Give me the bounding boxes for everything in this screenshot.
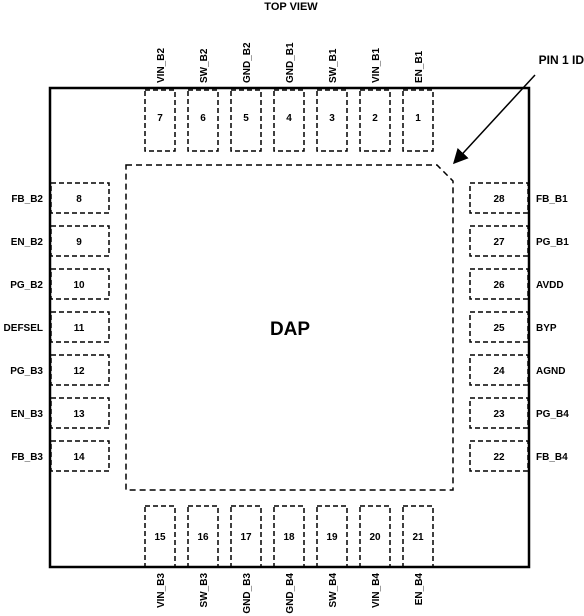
pin-pad-13 xyxy=(50,397,110,429)
pin-pad-3 xyxy=(316,89,348,152)
pin-name-label: SW_B2 xyxy=(199,48,210,83)
pin-number: 1 xyxy=(415,113,421,124)
pin-number: 8 xyxy=(76,194,82,205)
pin-pad-14 xyxy=(50,440,110,472)
dap-pad xyxy=(125,164,454,491)
pin-number: 26 xyxy=(493,280,505,291)
pin-number: 14 xyxy=(73,452,85,463)
pin-pad-22 xyxy=(469,440,529,472)
diagram-title: TOP VIEW xyxy=(264,1,318,13)
pin-number: 4 xyxy=(286,113,292,124)
pins-group: 7 VIN_B2 6 SW_B2 5 GND_B2 4 GND_B1 3 SW_B1 2 VIN_B1… xyxy=(4,42,570,614)
pin-pad-11 xyxy=(50,311,110,343)
pin-number: 6 xyxy=(200,113,206,124)
pin-pad-19 xyxy=(316,505,348,568)
pin-name-label: FB_B1 xyxy=(536,194,568,205)
pin-number: 12 xyxy=(73,366,85,377)
pin-name-label: FB_B2 xyxy=(11,194,43,205)
pin-pad-7 xyxy=(144,89,176,152)
pin-pad-15 xyxy=(144,505,176,568)
pin-pad-4 xyxy=(273,89,305,152)
pin-pad-10 xyxy=(50,268,110,300)
pin-pad-27 xyxy=(469,225,529,257)
pin-number: 9 xyxy=(76,237,82,248)
pin-pad-18 xyxy=(273,505,305,568)
pin-name-label: GND_B3 xyxy=(242,573,253,614)
pin-name-label: SW_B4 xyxy=(328,573,339,608)
pin-name-label: VIN_B3 xyxy=(156,573,167,608)
pin-name-label: PG_B4 xyxy=(536,409,569,420)
pin-number: 2 xyxy=(372,113,378,124)
pin-number: 3 xyxy=(329,113,335,124)
pin-name-label: AVDD xyxy=(536,280,564,291)
pin-number: 25 xyxy=(493,323,505,334)
pin1-id-arrow xyxy=(452,74,536,165)
pin-pad-21 xyxy=(402,505,434,568)
pin-number: 16 xyxy=(197,532,209,543)
pin-name-label: SW_B3 xyxy=(199,573,210,608)
pin-name-label: PG_B2 xyxy=(10,280,43,291)
pin-number: 11 xyxy=(74,323,85,334)
pin-pad-25 xyxy=(469,311,529,343)
pin-name-label: SW_B1 xyxy=(328,48,339,83)
pin-pad-24 xyxy=(469,354,529,386)
pin-number: 22 xyxy=(493,452,505,463)
pin-number: 13 xyxy=(73,409,85,420)
pin-number: 27 xyxy=(493,237,505,248)
pin-name-label: EN_B4 xyxy=(414,573,425,606)
pin-pad-17 xyxy=(230,505,262,568)
pin-number: 19 xyxy=(326,532,338,543)
pin-number: 28 xyxy=(493,194,505,205)
pin-number: 17 xyxy=(240,532,252,543)
pin-name-label: AGND xyxy=(536,366,565,377)
pin-name-label: DEFSEL xyxy=(4,323,43,334)
pin-name-label: GND_B4 xyxy=(285,573,296,614)
pin-number: 10 xyxy=(73,280,85,291)
pin-name-label: VIN_B1 xyxy=(371,48,382,83)
pin-number: 5 xyxy=(243,113,249,124)
pin-name-label: PG_B1 xyxy=(536,237,569,248)
pin1-id-label: PIN 1 ID xyxy=(539,53,584,67)
pin-pad-16 xyxy=(187,505,219,568)
pin-name-label: EN_B3 xyxy=(11,409,44,420)
pin-number: 7 xyxy=(157,113,163,124)
pin-name-label: VIN_B2 xyxy=(156,48,167,83)
pin-name-label: GND_B1 xyxy=(285,42,296,83)
pin-pad-5 xyxy=(230,89,262,152)
pin-pad-12 xyxy=(50,354,110,386)
pin-name-label: FB_B3 xyxy=(11,452,43,463)
pin-number: 23 xyxy=(493,409,505,420)
pin-name-label: EN_B1 xyxy=(414,50,425,83)
pin-number: 18 xyxy=(283,532,295,543)
pin-name-label: GND_B2 xyxy=(242,42,253,83)
pin-pad-20 xyxy=(359,505,391,568)
pin-name-label: FB_B4 xyxy=(536,452,568,463)
pin-pad-28 xyxy=(469,182,529,214)
pin-pad-8 xyxy=(50,182,110,214)
pin-name-label: PG_B3 xyxy=(10,366,43,377)
pin-pad-23 xyxy=(469,397,529,429)
pin-number: 20 xyxy=(369,532,381,543)
pin-number: 15 xyxy=(154,532,166,543)
dap-label: DAP xyxy=(270,319,310,340)
pin-pad-6 xyxy=(187,89,219,152)
pin-pad-26 xyxy=(469,268,529,300)
pin-number: 21 xyxy=(412,532,424,543)
pin-name-label: EN_B2 xyxy=(11,237,44,248)
pin-pad-2 xyxy=(359,89,391,152)
pin-pad-1 xyxy=(402,89,434,152)
pin-name-label: VIN_B4 xyxy=(371,573,382,608)
pin-number: 24 xyxy=(493,366,505,377)
pin-name-label: BYP xyxy=(536,323,557,334)
pin-pad-9 xyxy=(50,225,110,257)
